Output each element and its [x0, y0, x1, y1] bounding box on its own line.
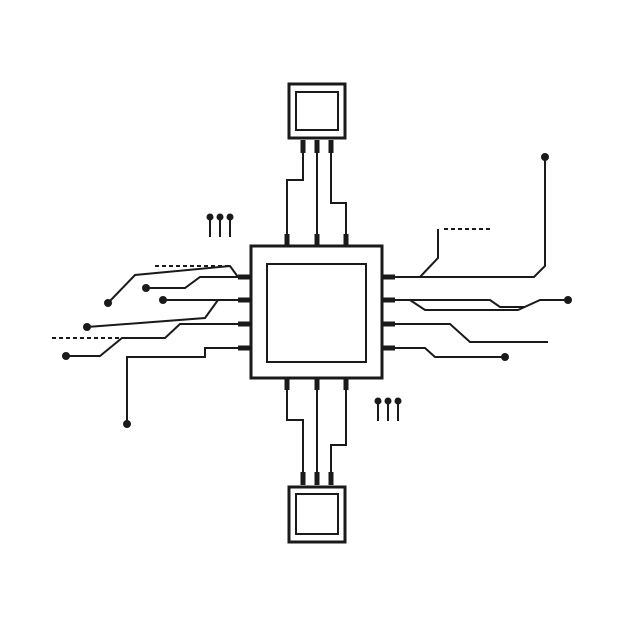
dot-terminal-icon	[501, 353, 509, 361]
top-chip	[287, 82, 347, 153]
bottom-chip	[287, 472, 347, 544]
dot-terminal-icon	[123, 420, 131, 428]
dot-terminal-icon	[83, 323, 91, 331]
trace-terminals	[62, 153, 572, 428]
right-traces	[395, 157, 568, 358]
main-chip-inner	[266, 263, 367, 363]
bottom-traces	[286, 390, 347, 472]
dot-terminal-icon	[62, 352, 70, 360]
dot-terminal-icon	[142, 284, 150, 292]
bottom-chip-outer	[287, 485, 347, 544]
top-traces	[286, 153, 347, 234]
pin-cluster-icon	[206, 213, 234, 237]
left-traces	[52, 264, 239, 424]
dot-terminal-icon	[159, 296, 167, 304]
main-chip-pins	[238, 234, 395, 390]
dot-terminal-icon	[564, 296, 572, 304]
main-chip-outer	[249, 244, 384, 380]
main-chip	[249, 244, 384, 380]
top-chip-inner	[295, 91, 339, 131]
dot-terminal-icon	[541, 153, 549, 161]
top-chip-outer	[287, 82, 347, 140]
pin-cluster-icon	[374, 397, 402, 421]
dot-terminal-icon	[104, 299, 112, 307]
bottom-chip-inner	[295, 493, 339, 535]
